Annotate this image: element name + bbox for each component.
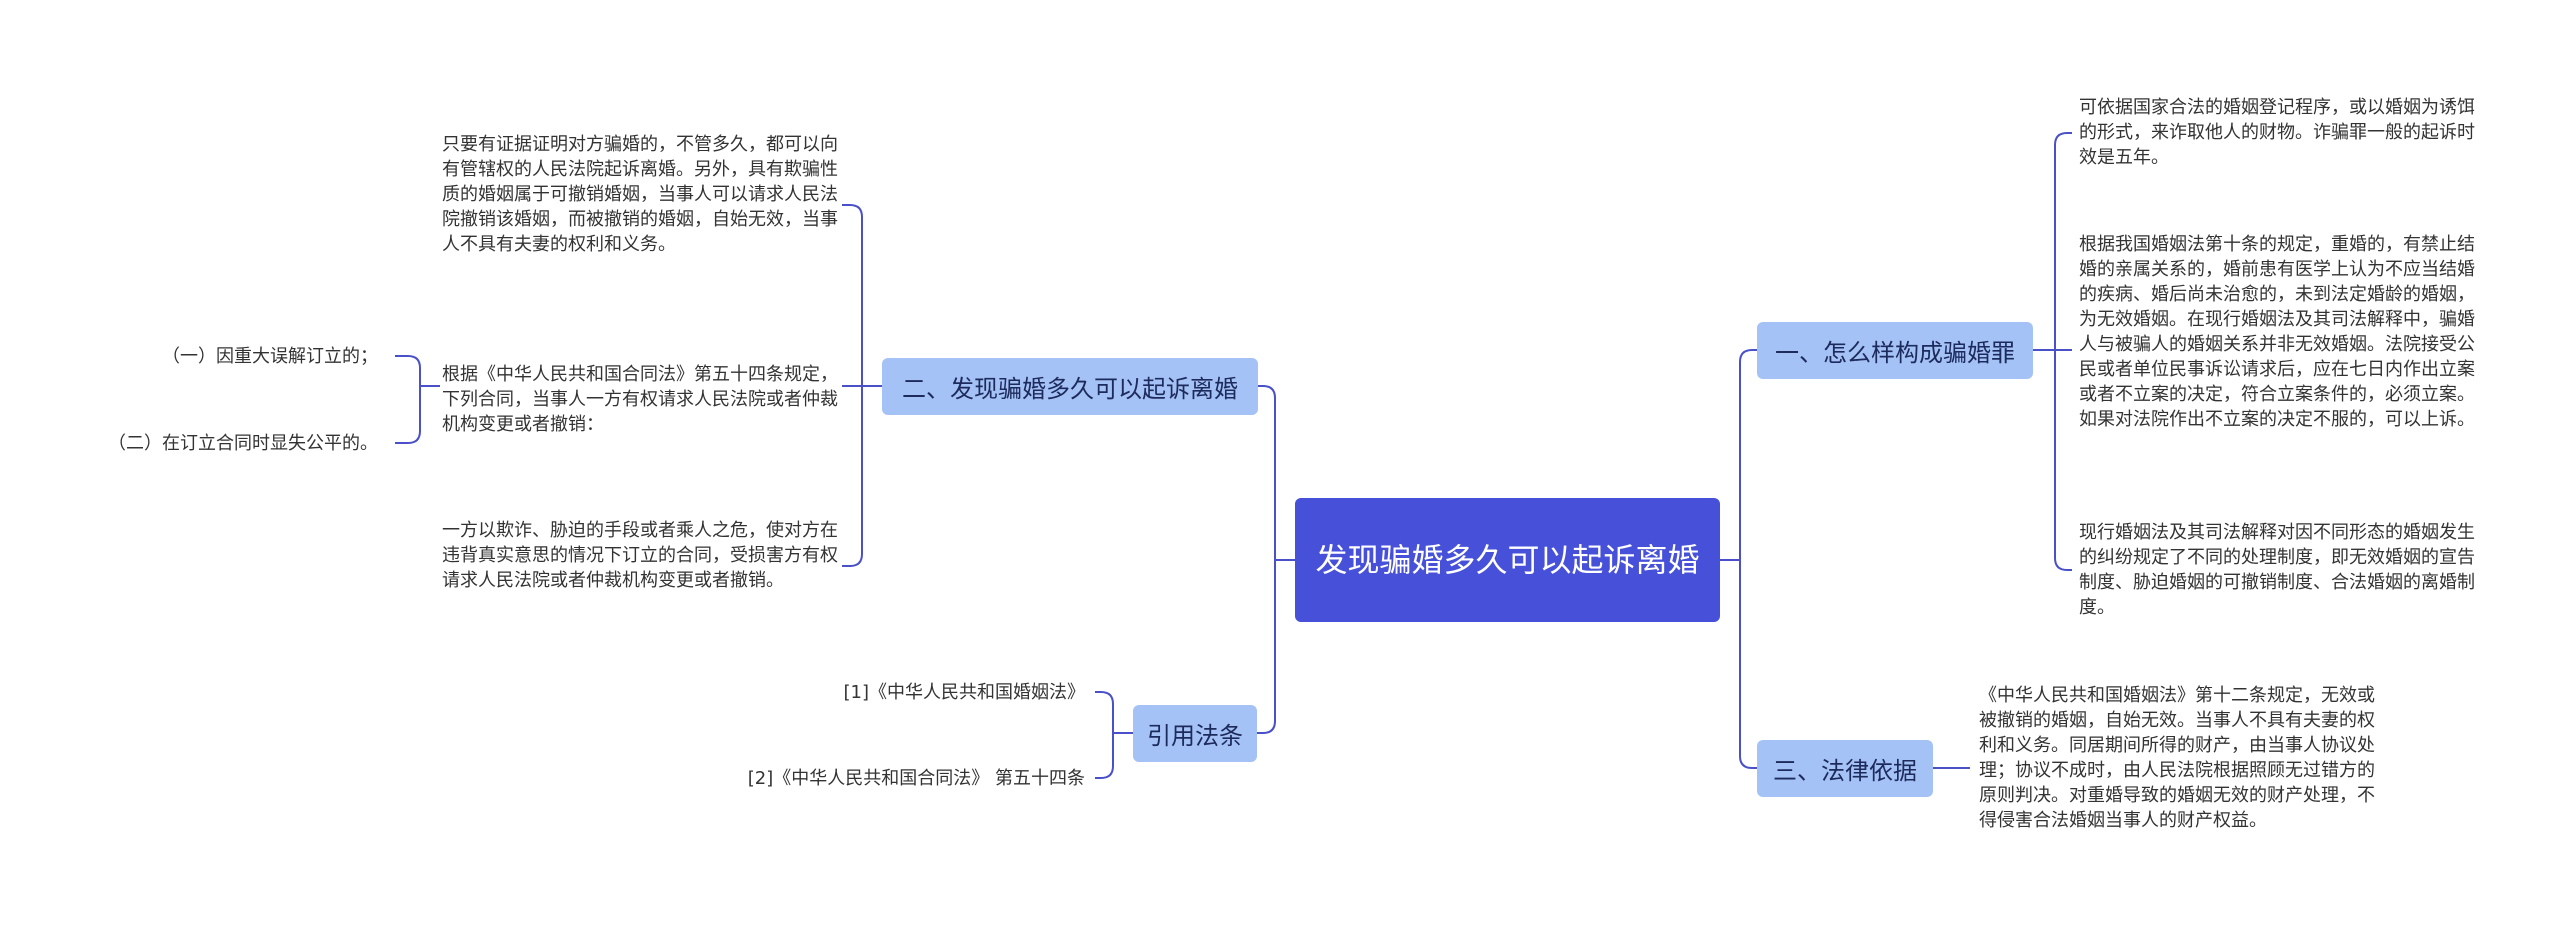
b4-link-0: [1095, 691, 1114, 733]
b2-2-link-0: [395, 355, 421, 386]
b2-link-0: [842, 204, 863, 386]
leaf-invalid-marriage-rule: 根据我国婚姻法第十条的规定，重婚的，有禁止结婚的亲属关系的，婚前患有医学上认为不…: [2079, 234, 2475, 430]
root-left-link-1: [1257, 560, 1276, 734]
leaf-evidence-sue: 只要有证据证明对方骗婚的，不管多久，都可以向有管辖权的人民法院起诉离婚。另外，具…: [442, 134, 838, 255]
branch-cited-laws[interactable]: 引用法条: [1133, 705, 1257, 762]
branch-legal-basis[interactable]: 三、法律依据: [1757, 740, 1933, 797]
leaf-contract-law-54: 根据《中华人民共和国合同法》第五十四条规定，下列合同，当事人一方有权请求人民法院…: [442, 364, 838, 435]
root-right-link-1: [1739, 560, 1757, 769]
leaf-handling-system: 现行婚姻法及其司法解释对因不同形态的婚姻发生的纠纷规定了不同的处理制度，即无效婚…: [2079, 522, 2475, 618]
leaf-cite-contract-law[interactable]: [2]《中华人民共和国合同法》 第五十四条: [747, 768, 1085, 789]
b1-link-2: [2054, 350, 2072, 571]
root-left-link-0: [1258, 385, 1276, 560]
branch-when-sue-divorce[interactable]: 二、发现骗婚多久可以起诉离婚: [882, 358, 1258, 415]
branch-how-fraud-constitutes[interactable]: 一、怎么样构成骗婚罪: [1757, 322, 2033, 379]
root-topic[interactable]: 发现骗婚多久可以起诉离婚: [1295, 498, 1720, 622]
root-right-link-0: [1739, 349, 1757, 560]
leaf-cite-marriage-law[interactable]: [1]《中华人民共和国婚姻法》: [843, 682, 1086, 703]
leaf-obviously-unfair: （二）在订立合同时显失公平的。: [108, 433, 378, 454]
b1-link-0: [2054, 132, 2072, 350]
leaf-fraud-coercion-contract: 一方以欺诈、胁迫的手段或者乘人之危，使对方在违背真实意思的情况下订立的合同，受损…: [442, 520, 838, 591]
leaf-major-misunderstanding: （一）因重大误解订立的；: [162, 346, 378, 367]
leaf-fraud-definition: 可依据国家合法的婚姻登记程序，或以婚姻为诱饵的形式，来诈取他人的财物。诈骗罪一般…: [2079, 97, 2475, 168]
b2-link-2: [842, 386, 863, 567]
leaf-marriage-law-12: 《中华人民共和国婚姻法》第十二条规定，无效或被撤销的婚姻，自始无效。当事人不具有…: [1979, 685, 2375, 831]
b4-link-1: [1095, 733, 1114, 779]
b2-2-link-1: [395, 386, 421, 444]
